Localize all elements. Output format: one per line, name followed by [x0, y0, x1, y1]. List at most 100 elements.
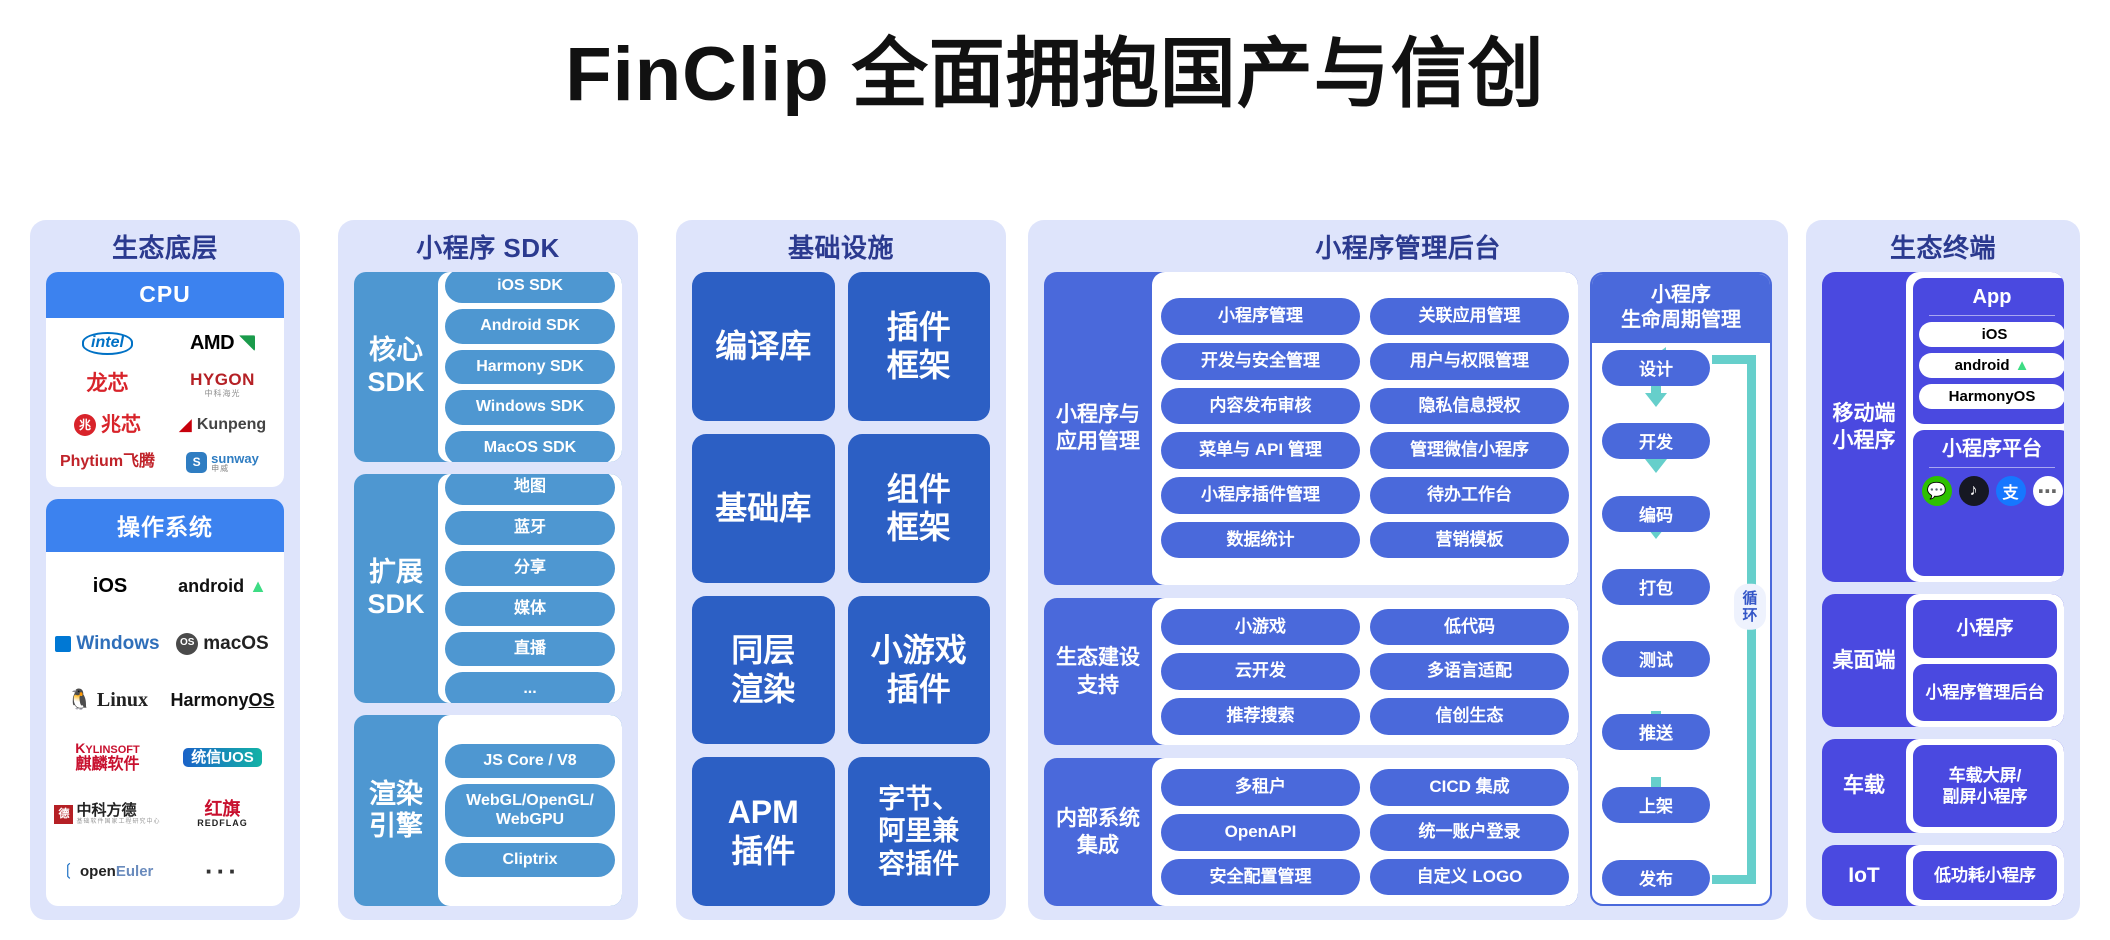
backend-block-internal-integration-items: 多租户 CICD 集成 OpenAPI 统一账户登录 安全配置管理 自定义 LO…: [1152, 758, 1578, 907]
backend-item[interactable]: 小游戏: [1161, 608, 1360, 646]
sdk-item[interactable]: iOS SDK: [445, 272, 615, 304]
sdk-item[interactable]: Android SDK: [445, 309, 615, 344]
infra-cell[interactable]: 基础库: [692, 433, 835, 583]
lifecycle-step[interactable]: 发布: [1602, 859, 1710, 896]
infra-cell[interactable]: 字节、阿里兼容插件: [847, 757, 990, 906]
backend-item[interactable]: 信创生态: [1370, 697, 1569, 735]
sdk-item[interactable]: Windows SDK: [445, 390, 615, 425]
backend-item[interactable]: 关联应用管理: [1370, 298, 1569, 336]
alipay-icon[interactable]: 支: [1995, 476, 2026, 507]
backend-item[interactable]: CICD 集成: [1370, 769, 1569, 806]
vendor-zhaoxin: 兆 兆芯: [74, 414, 141, 436]
sdk-item-more[interactable]: ...: [445, 672, 615, 703]
sdk-item[interactable]: MacOS SDK: [445, 430, 615, 462]
lifecycle-panel: 小程序生命周期管理 循环 设计 开发 编码 打包 测试 推送 上架: [1590, 272, 1772, 906]
backend-item[interactable]: 开发与安全管理: [1161, 343, 1360, 380]
backend-item[interactable]: 营销模板: [1370, 521, 1569, 559]
infra-cell[interactable]: 插件框架: [847, 272, 990, 421]
backend-block-eco-support-items: 小游戏 低代码 云开发 多语言适配 推荐搜索 信创生态: [1152, 597, 1578, 746]
sdk-item[interactable]: JS Core / V8: [445, 743, 615, 779]
backend-item[interactable]: 多语言适配: [1370, 653, 1569, 690]
backend-item[interactable]: 统一账户登录: [1370, 813, 1569, 851]
lifecycle-step[interactable]: 开发: [1602, 422, 1710, 459]
lifecycle-step[interactable]: 测试: [1602, 641, 1710, 678]
sdk-item[interactable]: 分享: [445, 551, 615, 586]
lifecycle-step[interactable]: 上架: [1602, 787, 1710, 824]
sdk-item[interactable]: WebGL/OpenGL/WebGPU: [445, 784, 615, 837]
panel-eco-base: 生态底层 CPU intel AMD 龙芯 HYGON: [30, 220, 300, 920]
backend-item[interactable]: 用户与权限管理: [1370, 343, 1569, 380]
sdk-item[interactable]: 地图: [445, 474, 615, 505]
terminal-iot: IoT 低功耗小程序: [1822, 844, 2064, 906]
terminal-cell[interactable]: 车载大屏/副屏小程序: [1913, 745, 2057, 827]
backend-item[interactable]: 多租户: [1161, 769, 1360, 806]
terminal-app-box: App iOS android▲ HarmonyOS: [1913, 278, 2064, 425]
backend-item[interactable]: 管理微信小程序: [1370, 432, 1569, 470]
panel-title-sdk: 小程序 SDK: [416, 233, 560, 263]
backend-item[interactable]: 安全配置管理: [1161, 858, 1360, 896]
backend-block-internal-integration-label: 内部系统集成: [1056, 806, 1140, 858]
vendor-openeuler: ❲ openEuler: [61, 862, 154, 880]
infra-cell[interactable]: 组件框架: [847, 433, 990, 583]
infra-cell[interactable]: 同层渲染: [692, 595, 835, 745]
more-icon[interactable]: ⋯: [2032, 476, 2063, 507]
lifecycle-step[interactable]: 推送: [1602, 714, 1710, 751]
vendor-harmonyos: HarmonyOS: [170, 690, 275, 711]
infra-cell[interactable]: 编译库: [692, 272, 835, 421]
terminal-cell[interactable]: 低功耗小程序: [1913, 850, 2057, 900]
backend-item[interactable]: 数据统计: [1161, 521, 1360, 559]
card-cpu: CPU intel AMD 龙芯 HYGON 中科海光: [46, 272, 284, 487]
backend-item[interactable]: 低代码: [1370, 608, 1569, 646]
vendor-redflag: 红旗 REDFLAG: [197, 799, 248, 829]
loop-bottom-segment: [1712, 875, 1756, 884]
backend-item[interactable]: 云开发: [1161, 653, 1360, 690]
terminal-mobile: 移动端小程序 App iOS android▲ HarmonyOS 小程序平台: [1822, 272, 2064, 583]
vendor-android: android▲: [178, 576, 267, 597]
backend-block-eco-support-label: 生态建设支持: [1056, 646, 1140, 697]
wechat-icon[interactable]: 💬: [1921, 476, 1952, 507]
terminal-mobile-content: App iOS android▲ HarmonyOS 小程序平台 💬 ♪: [1906, 272, 2064, 583]
backend-item[interactable]: OpenAPI: [1161, 813, 1360, 851]
terminal-iot-label: IoT: [1848, 863, 1880, 887]
platform-harmonyos[interactable]: HarmonyOS: [1919, 384, 2064, 409]
backend-item[interactable]: 推荐搜索: [1161, 697, 1360, 735]
sdk-item[interactable]: 蓝牙: [445, 510, 615, 546]
lifecycle-step[interactable]: 打包: [1602, 568, 1710, 605]
backend-item[interactable]: 菜单与 API 管理: [1161, 432, 1360, 470]
backend-item[interactable]: 待办工作台: [1370, 477, 1569, 514]
panel-title-eco-base: 生态底层: [111, 233, 218, 263]
terminal-cell[interactable]: 小程序: [1913, 600, 2057, 658]
backend-item[interactable]: 内容发布审核: [1161, 387, 1360, 425]
sdk-group-render-items: JS Core / V8 WebGL/OpenGL/WebGPU Cliptri…: [438, 715, 622, 906]
backend-item[interactable]: 自定义 LOGO: [1370, 858, 1569, 896]
terminal-cell[interactable]: 小程序管理后台: [1913, 663, 2057, 722]
douyin-icon[interactable]: ♪: [1958, 476, 1989, 507]
vendor-hygon: HYGON 中科海光: [190, 369, 255, 398]
platform-ios[interactable]: iOS: [1919, 322, 2064, 347]
lifecycle-step[interactable]: 编码: [1602, 495, 1710, 532]
sdk-group-extension-items: 地图 蓝牙 分享 媒体 直播 ...: [438, 474, 622, 703]
sdk-item[interactable]: Harmony SDK: [445, 349, 615, 385]
vendor-nfs: 德 中科方德 基础软件国家工程研究中心: [54, 802, 160, 826]
backend-item[interactable]: 隐私信息授权: [1370, 387, 1569, 425]
backend-item[interactable]: 小程序插件管理: [1161, 477, 1360, 514]
lifecycle-step[interactable]: 设计: [1602, 350, 1710, 386]
panel-title-infra: 基础设施: [787, 233, 894, 263]
sdk-item[interactable]: 媒体: [445, 591, 615, 626]
vendor-uos: 统信UOS: [183, 747, 262, 768]
sdk-item[interactable]: 直播: [445, 631, 615, 667]
infra-cell[interactable]: 小游戏插件: [847, 595, 990, 745]
platform-android-label: android: [1954, 357, 2010, 374]
card-head-cpu: CPU: [46, 272, 284, 318]
sdk-item[interactable]: Cliptrix: [445, 842, 615, 878]
card-head-os: 操作系统: [46, 499, 284, 552]
vendor-intel: intel: [82, 331, 133, 355]
platform-android[interactable]: android▲: [1919, 353, 2064, 378]
backend-item[interactable]: 小程序管理: [1161, 298, 1360, 336]
vendor-windows: Windows: [55, 633, 160, 654]
